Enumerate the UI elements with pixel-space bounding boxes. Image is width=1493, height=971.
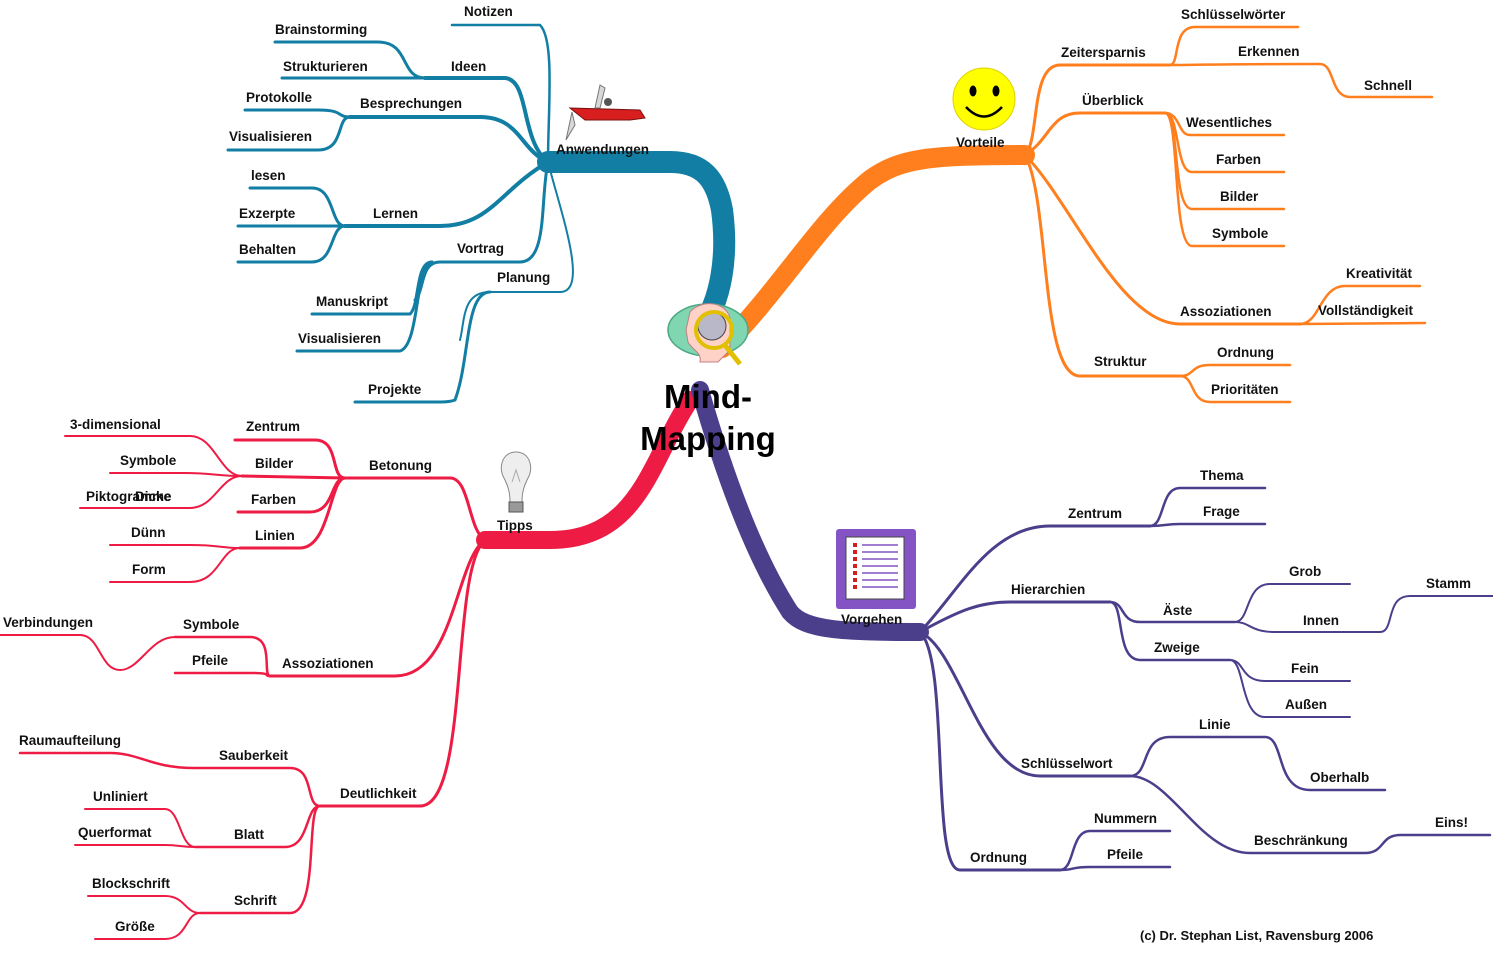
center-title-line1: Mind- bbox=[664, 378, 752, 415]
node-linien: Linien bbox=[255, 528, 295, 543]
node-manuskript: Manuskript bbox=[316, 294, 389, 309]
node-linie: Linie bbox=[1199, 717, 1231, 732]
node-wesentliches: Wesentliches bbox=[1186, 115, 1273, 130]
node-projekte: Projekte bbox=[368, 382, 422, 397]
node-assoziationen-v: Assoziationen bbox=[1180, 304, 1272, 319]
node-form: Form bbox=[132, 562, 166, 577]
node-innen: Innen bbox=[1303, 613, 1339, 628]
checklist-icon bbox=[836, 529, 916, 609]
smiley-icon bbox=[952, 67, 1016, 131]
branch-vorgehen bbox=[691, 381, 1493, 872]
node-zeitersparnis: Zeitersparnis bbox=[1061, 45, 1146, 60]
node-dicke: Dicke bbox=[135, 489, 172, 504]
node-blockschrift: Blockschrift bbox=[92, 876, 171, 891]
node-assoziationen-t: Assoziationen bbox=[282, 656, 374, 671]
node-symbole-t2: Symbole bbox=[183, 617, 240, 632]
branch-anwendungen bbox=[226, 23, 736, 404]
node-thema: Thema bbox=[1200, 468, 1244, 483]
node-farben-v: Farben bbox=[1216, 152, 1262, 167]
node-aeste: Äste bbox=[1163, 603, 1193, 618]
node-schluesselwoerter: Schlüsselwörter bbox=[1181, 7, 1286, 22]
node-symbole-t1: Symbole bbox=[120, 453, 177, 468]
node-tipps: Tipps bbox=[497, 518, 533, 533]
node-querformat: Querformat bbox=[78, 825, 152, 840]
node-eins: Eins! bbox=[1435, 815, 1469, 830]
swiss-army-knife-icon bbox=[565, 84, 646, 141]
node-kreativitaet: Kreativität bbox=[1346, 266, 1413, 281]
node-notizen: Notizen bbox=[464, 4, 513, 19]
node-ueberblick: Überblick bbox=[1082, 93, 1144, 108]
node-vollstaendigkeit: Vollständigkeit bbox=[1318, 303, 1414, 318]
node-raumaufteilung: Raumaufteilung bbox=[19, 733, 122, 748]
node-ordnung-v: Ordnung bbox=[1217, 345, 1274, 360]
node-betonung: Betonung bbox=[369, 458, 432, 473]
node-besprechungen: Besprechungen bbox=[360, 96, 463, 111]
node-lernen: Lernen bbox=[373, 206, 419, 221]
node-piktogramme: Piktogramme bbox=[86, 489, 172, 504]
node-planung: Planung bbox=[497, 270, 551, 285]
node-ordnung-g: Ordnung bbox=[970, 850, 1027, 865]
node-duenn: Dünn bbox=[131, 525, 166, 540]
node-strukturieren: Strukturieren bbox=[283, 59, 368, 74]
node-beschraenkung: Beschränkung bbox=[1254, 833, 1348, 848]
node-unliniert: Unliniert bbox=[93, 789, 148, 804]
node-blatt: Blatt bbox=[234, 827, 264, 842]
node-erkennen: Erkennen bbox=[1238, 44, 1300, 59]
node-pfeile-g: Pfeile bbox=[1107, 847, 1144, 862]
node-aussen: Außen bbox=[1285, 697, 1327, 712]
node-bilder-v: Bilder bbox=[1220, 189, 1259, 204]
branch-tipps bbox=[0, 391, 699, 940]
light-bulb-icon bbox=[500, 451, 532, 513]
node-symbole-v: Symbole bbox=[1212, 226, 1269, 241]
node-hierarchien: Hierarchien bbox=[1011, 582, 1086, 597]
node-ideen: Ideen bbox=[451, 59, 487, 74]
node-behalten: Behalten bbox=[239, 242, 297, 257]
node-exzerpte: Exzerpte bbox=[239, 206, 296, 221]
node-vorteile: Vorteile bbox=[956, 135, 1005, 150]
node-pfeile-t: Pfeile bbox=[192, 653, 229, 668]
node-farben-t: Farben bbox=[251, 492, 297, 507]
branch-vorteile bbox=[712, 25, 1434, 404]
node-deutlichkeit: Deutlichkeit bbox=[340, 786, 417, 801]
node-visualisieren-b: Visualisieren bbox=[298, 331, 382, 346]
node-anwendungen: Anwendungen bbox=[556, 142, 649, 157]
node-vorgehen: Vorgehen bbox=[841, 612, 903, 627]
node-brainstorming: Brainstorming bbox=[275, 22, 368, 37]
node-nummern: Nummern bbox=[1094, 811, 1158, 826]
node-grob: Grob bbox=[1289, 564, 1322, 579]
node-prioritaeten: Prioritäten bbox=[1211, 382, 1279, 397]
head-magnifier-icon bbox=[667, 303, 749, 366]
node-schluesselwort: Schlüsselwort bbox=[1021, 756, 1113, 771]
node-verbindungen: Verbindungen bbox=[3, 615, 94, 630]
node-protokolle: Protokolle bbox=[246, 90, 313, 105]
copyright-text: (c) Dr. Stephan List, Ravensburg 2006 bbox=[1140, 928, 1374, 943]
node-zweige: Zweige bbox=[1154, 640, 1200, 655]
center-title-line2: Mapping bbox=[640, 420, 776, 457]
node-visualisieren-a: Visualisieren bbox=[229, 129, 313, 144]
node-bilder-t: Bilder bbox=[255, 456, 294, 471]
node-zentrum-g: Zentrum bbox=[1068, 506, 1122, 521]
node-oberhalb: Oberhalb bbox=[1310, 770, 1370, 785]
node-schrift: Schrift bbox=[234, 893, 277, 908]
node-stamm: Stamm bbox=[1426, 576, 1472, 591]
center-title: Mind- Mapping bbox=[640, 376, 776, 460]
node-groesse: Größe bbox=[115, 919, 155, 934]
node-sauberkeit: Sauberkeit bbox=[219, 748, 289, 763]
node-3-dimensional: 3-dimensional bbox=[70, 417, 161, 432]
node-vortrag: Vortrag bbox=[457, 241, 505, 256]
node-frage: Frage bbox=[1203, 504, 1240, 519]
node-struktur: Struktur bbox=[1094, 354, 1147, 369]
node-zentrum-t: Zentrum bbox=[246, 419, 300, 434]
node-schnell: Schnell bbox=[1364, 78, 1413, 93]
node-lesen: lesen bbox=[251, 168, 286, 183]
node-fein: Fein bbox=[1291, 661, 1319, 676]
